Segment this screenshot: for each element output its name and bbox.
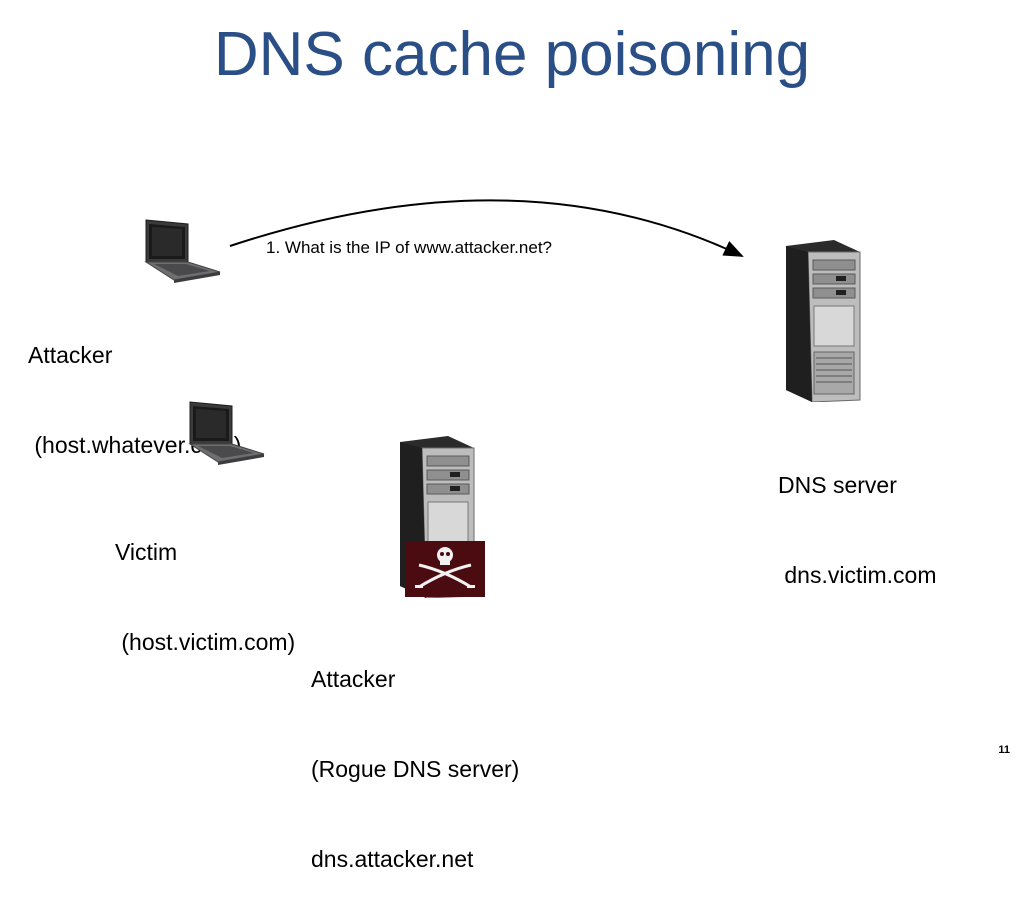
victim-label: Victim (host.victim.com) <box>115 477 295 687</box>
rogue-dns-name: Attacker <box>311 666 396 692</box>
dns-server-name: DNS server <box>778 472 897 498</box>
page-number: 11 <box>998 744 1010 756</box>
skull-crossed-swords-icon <box>405 541 485 597</box>
victim-name: Victim <box>115 539 178 565</box>
server-tower-icon <box>786 240 861 402</box>
attacker-host-name: Attacker <box>28 342 113 368</box>
slide-title: DNS cache poisoning <box>213 20 811 89</box>
arrow-layer <box>229 199 744 257</box>
rogue-dns-label: Attacker (Rogue DNS server) dns.attacker… <box>311 604 519 904</box>
dns-server-domain: dns.victim.com <box>778 562 937 588</box>
query-arrow <box>229 199 744 257</box>
dns-server-label: DNS server dns.victim.com <box>778 410 936 620</box>
query-arrow-label: 1. What is the IP of www.attacker.net? <box>266 238 552 257</box>
victim-domain: (host.victim.com) <box>115 629 296 655</box>
rogue-dns-domain: dns.attacker.net <box>311 846 474 872</box>
rogue-dns-role: (Rogue DNS server) <box>311 756 520 782</box>
laptop-icon <box>144 219 221 283</box>
laptop-icon <box>188 401 265 465</box>
